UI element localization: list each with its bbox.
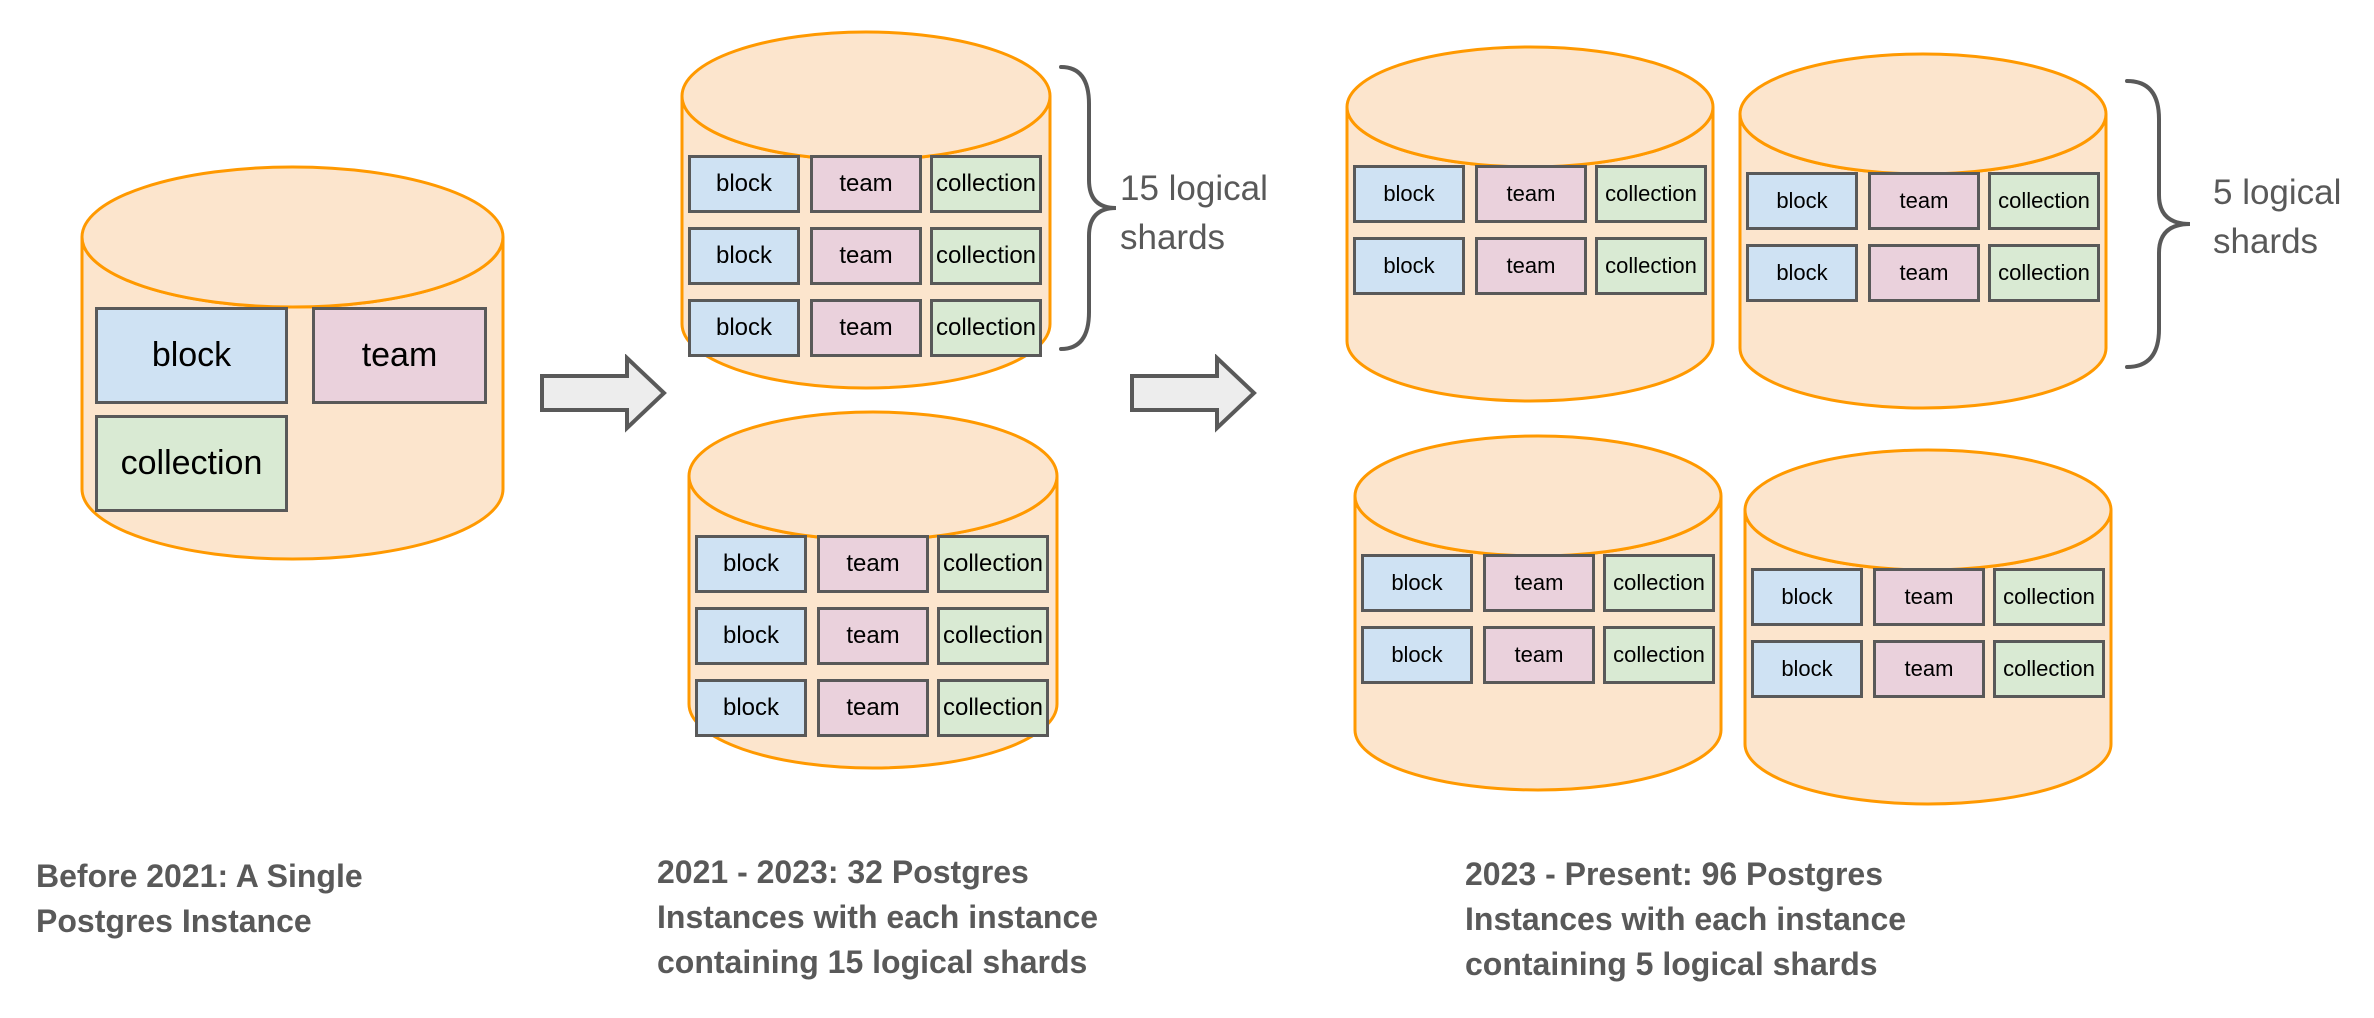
table-team: team bbox=[1483, 554, 1595, 612]
table-team: team bbox=[1475, 165, 1587, 223]
table-team: team bbox=[817, 679, 929, 737]
table-collection: collection bbox=[930, 227, 1042, 285]
table-block: block bbox=[695, 535, 807, 593]
table-collection: collection bbox=[1993, 640, 2105, 698]
table-block: block bbox=[1353, 237, 1465, 295]
table-block: block bbox=[695, 607, 807, 665]
table-team: team bbox=[1483, 626, 1595, 684]
table-team: team bbox=[1868, 172, 1980, 230]
brace-15-logical-shards bbox=[1059, 65, 1117, 351]
table-team: team bbox=[1868, 244, 1980, 302]
table-block: block bbox=[688, 227, 800, 285]
table-collection: collection bbox=[1595, 165, 1707, 223]
table-collection: collection bbox=[1988, 244, 2100, 302]
brace-5-logical-shards bbox=[2125, 79, 2191, 369]
table-collection: collection bbox=[937, 679, 1049, 737]
label-5-logical-shards: 5 logical shards bbox=[2213, 173, 2342, 261]
table-team: team bbox=[1475, 237, 1587, 295]
table-collection: collection bbox=[937, 607, 1049, 665]
table-team: team bbox=[810, 155, 922, 213]
table-collection: collection bbox=[930, 299, 1042, 357]
caption-2023-present: 2023 - Present: 96 Postgres Instances wi… bbox=[1465, 856, 1907, 982]
table-team: team bbox=[312, 307, 487, 404]
table-block: block bbox=[95, 307, 288, 404]
table-team: team bbox=[810, 299, 922, 357]
table-team: team bbox=[817, 607, 929, 665]
table-block: block bbox=[695, 679, 807, 737]
table-collection: collection bbox=[1993, 568, 2105, 626]
table-block: block bbox=[1746, 244, 1858, 302]
table-team: team bbox=[1873, 568, 1985, 626]
database-cylinder-shape bbox=[1738, 52, 2108, 410]
table-team: team bbox=[817, 535, 929, 593]
transition-arrow-icon bbox=[540, 354, 667, 433]
table-collection: collection bbox=[1603, 626, 1715, 684]
table-collection: collection bbox=[1603, 554, 1715, 612]
label-15-logical-shards: 15 logical shards bbox=[1120, 169, 1268, 257]
database-cylinder-shape bbox=[1353, 434, 1723, 792]
transition-arrow-icon bbox=[1130, 354, 1257, 433]
table-collection: collection bbox=[1988, 172, 2100, 230]
table-block: block bbox=[688, 155, 800, 213]
table-block: block bbox=[1751, 568, 1863, 626]
table-collection: collection bbox=[937, 535, 1049, 593]
table-team: team bbox=[810, 227, 922, 285]
table-block: block bbox=[1746, 172, 1858, 230]
table-block: block bbox=[1353, 165, 1465, 223]
table-collection: collection bbox=[1595, 237, 1707, 295]
table-team: team bbox=[1873, 640, 1985, 698]
table-block: block bbox=[1361, 626, 1473, 684]
caption-2021-2023: 2021 - 2023: 32 Postgres Instances with … bbox=[657, 854, 1099, 980]
table-block: block bbox=[1751, 640, 1863, 698]
table-block: block bbox=[1361, 554, 1473, 612]
database-cylinder-shape bbox=[1345, 45, 1715, 403]
database-cylinder-shape bbox=[1743, 448, 2113, 806]
table-collection: collection bbox=[930, 155, 1042, 213]
table-block: block bbox=[688, 299, 800, 357]
table-collection: collection bbox=[95, 415, 288, 512]
caption-before-2021: Before 2021: A Single Postgres Instance bbox=[36, 858, 363, 939]
